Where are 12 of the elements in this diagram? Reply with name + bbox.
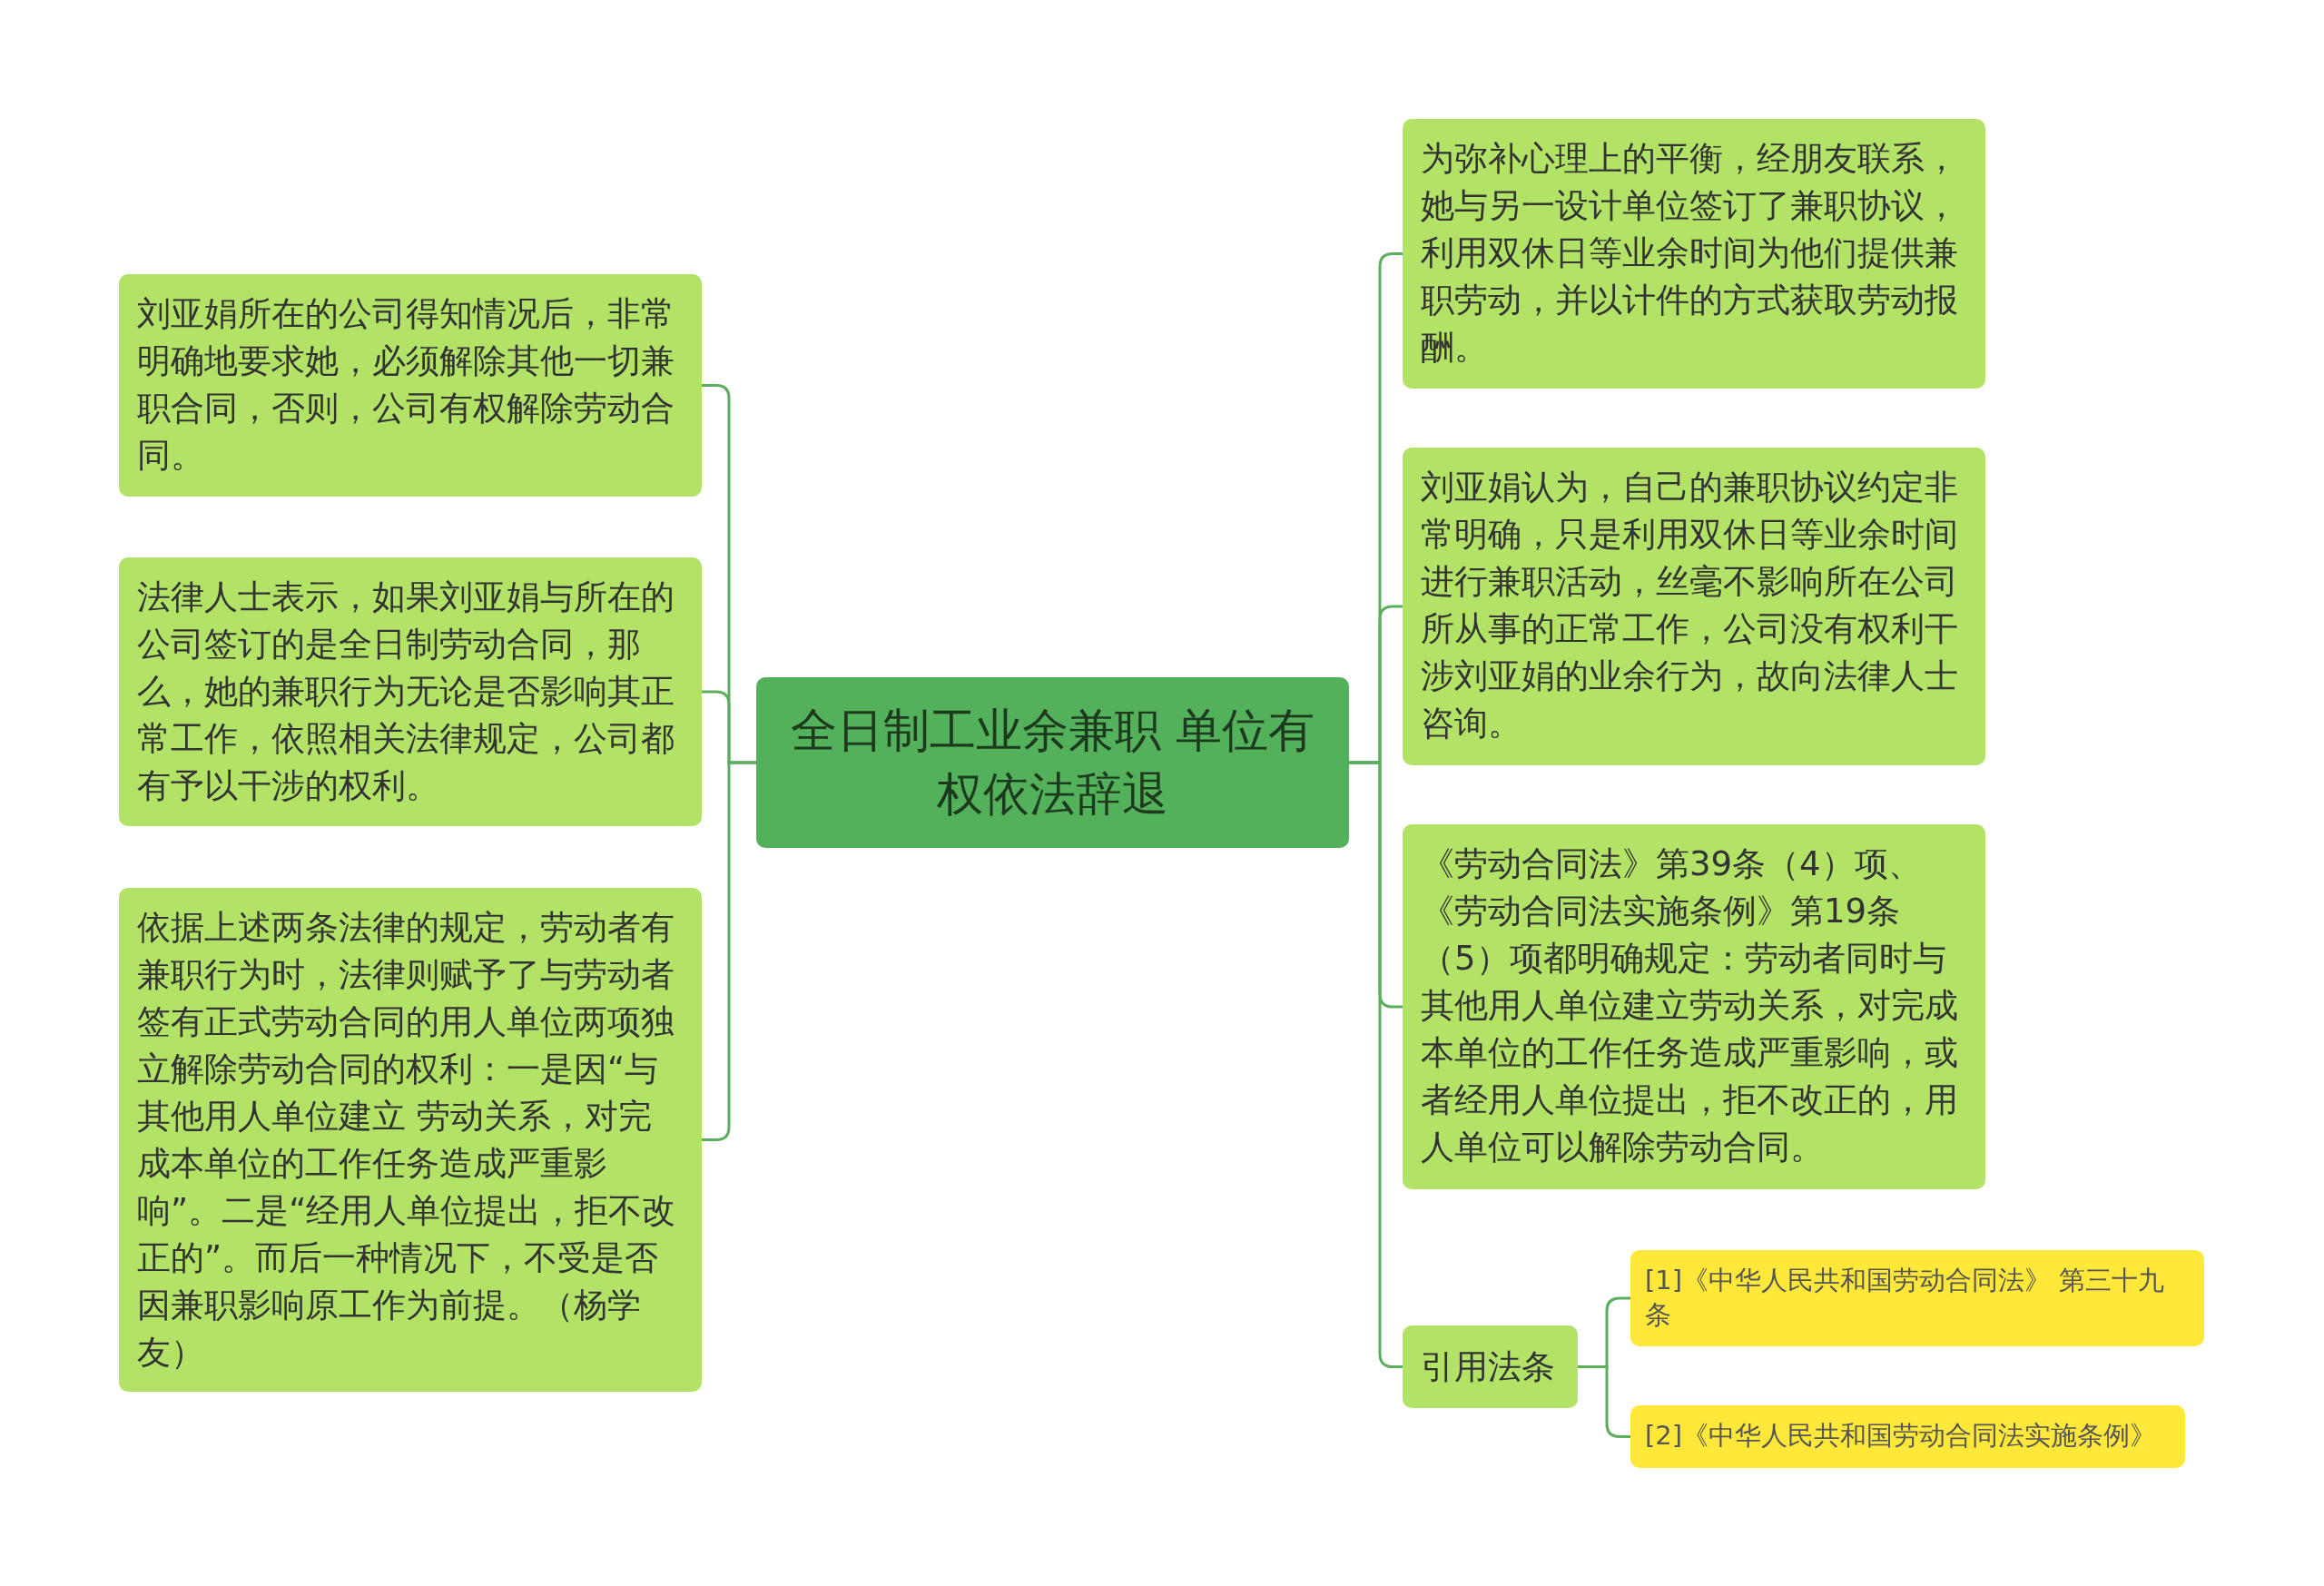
connector xyxy=(1349,761,1403,1368)
text-box: 为弥补心理上的平衡，经朋友联系，她与另一设计单位签订了兼职协议，利用双休日等业余时间为他们提供兼职劳动，并以计件的方式获取劳动报酬。 xyxy=(1403,119,1985,389)
text-box: 法律人士表示，如果刘亚娟与所在的公司签订的是全日制劳动合同，那么，她的兼职行为无论是否影响其正常工作，依照相关法律规定，公司都有予以干涉的权利。 xyxy=(119,557,702,826)
text-box: 依据上述两条法律的规定，劳动者有兼职行为时，法律则赋予了与劳动者签有正式劳动合同的用人单位两项独立解除劳动合同的权利：一是因“与其他用人单位建立 劳动关系，对完成本单位的工作任务造成严重影响”。二是“经用人单位提出，拒不改正的”。而后一种情况下，不受是否因兼职影响原工作为前提。（杨学友） xyxy=(119,888,702,1392)
text-box: 刘亚娟认为，自己的兼职协议约定非常明确，只是利用双休日等业余时间进行兼职活动，丝毫不影响所在公司所从事的正常工作，公司没有权利干涉刘亚娟的业余行为，故向法律人士咨询。 xyxy=(1403,448,1985,765)
text-box: 引用法条 xyxy=(1403,1325,1578,1408)
reference-box: [2]《中华人民共和国劳动合同法实施条例》 xyxy=(1630,1405,2185,1468)
reference-box: [1]《中华人民共和国劳动合同法》 第三十九条 xyxy=(1630,1250,2204,1346)
text-box: 刘亚娟所在的公司得知情况后，非常明确地要求她，必须解除其他一切兼职合同，否则，公司有权解除劳动合同。 xyxy=(119,274,702,497)
connector xyxy=(1578,1365,1630,1438)
text-box: 《劳动合同法》第39条（4）项、《劳动合同法实施条例》第19条（5）项都明确规定：劳动者同时与其他用人单位建立劳动关系，对完成本单位的工作任务造成严重影响，或者经用人单位提出，拒不改正的，用人单位可以解除劳动合同。 xyxy=(1403,824,1985,1189)
topic-box: 全日制工业余兼职 单位有权依法辞退 xyxy=(756,677,1349,848)
